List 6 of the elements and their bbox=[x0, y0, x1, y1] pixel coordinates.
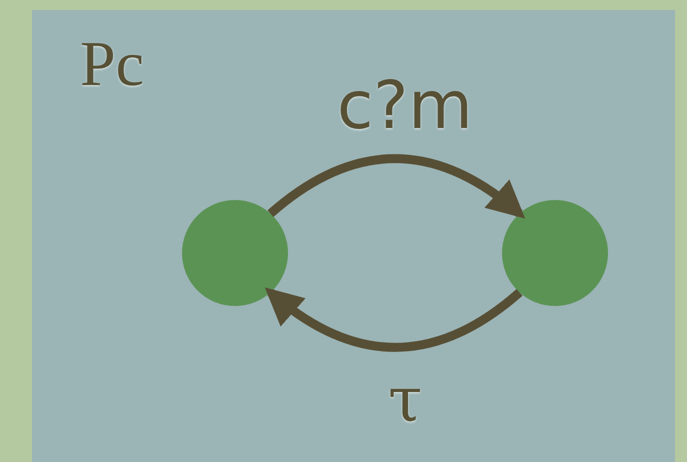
edge-label: c?m bbox=[337, 73, 473, 139]
arrow bbox=[264, 288, 522, 352]
arrow bbox=[268, 154, 526, 218]
edge-label: τ bbox=[388, 369, 422, 431]
process-name: Pc bbox=[80, 32, 144, 96]
process-panel bbox=[32, 10, 675, 462]
